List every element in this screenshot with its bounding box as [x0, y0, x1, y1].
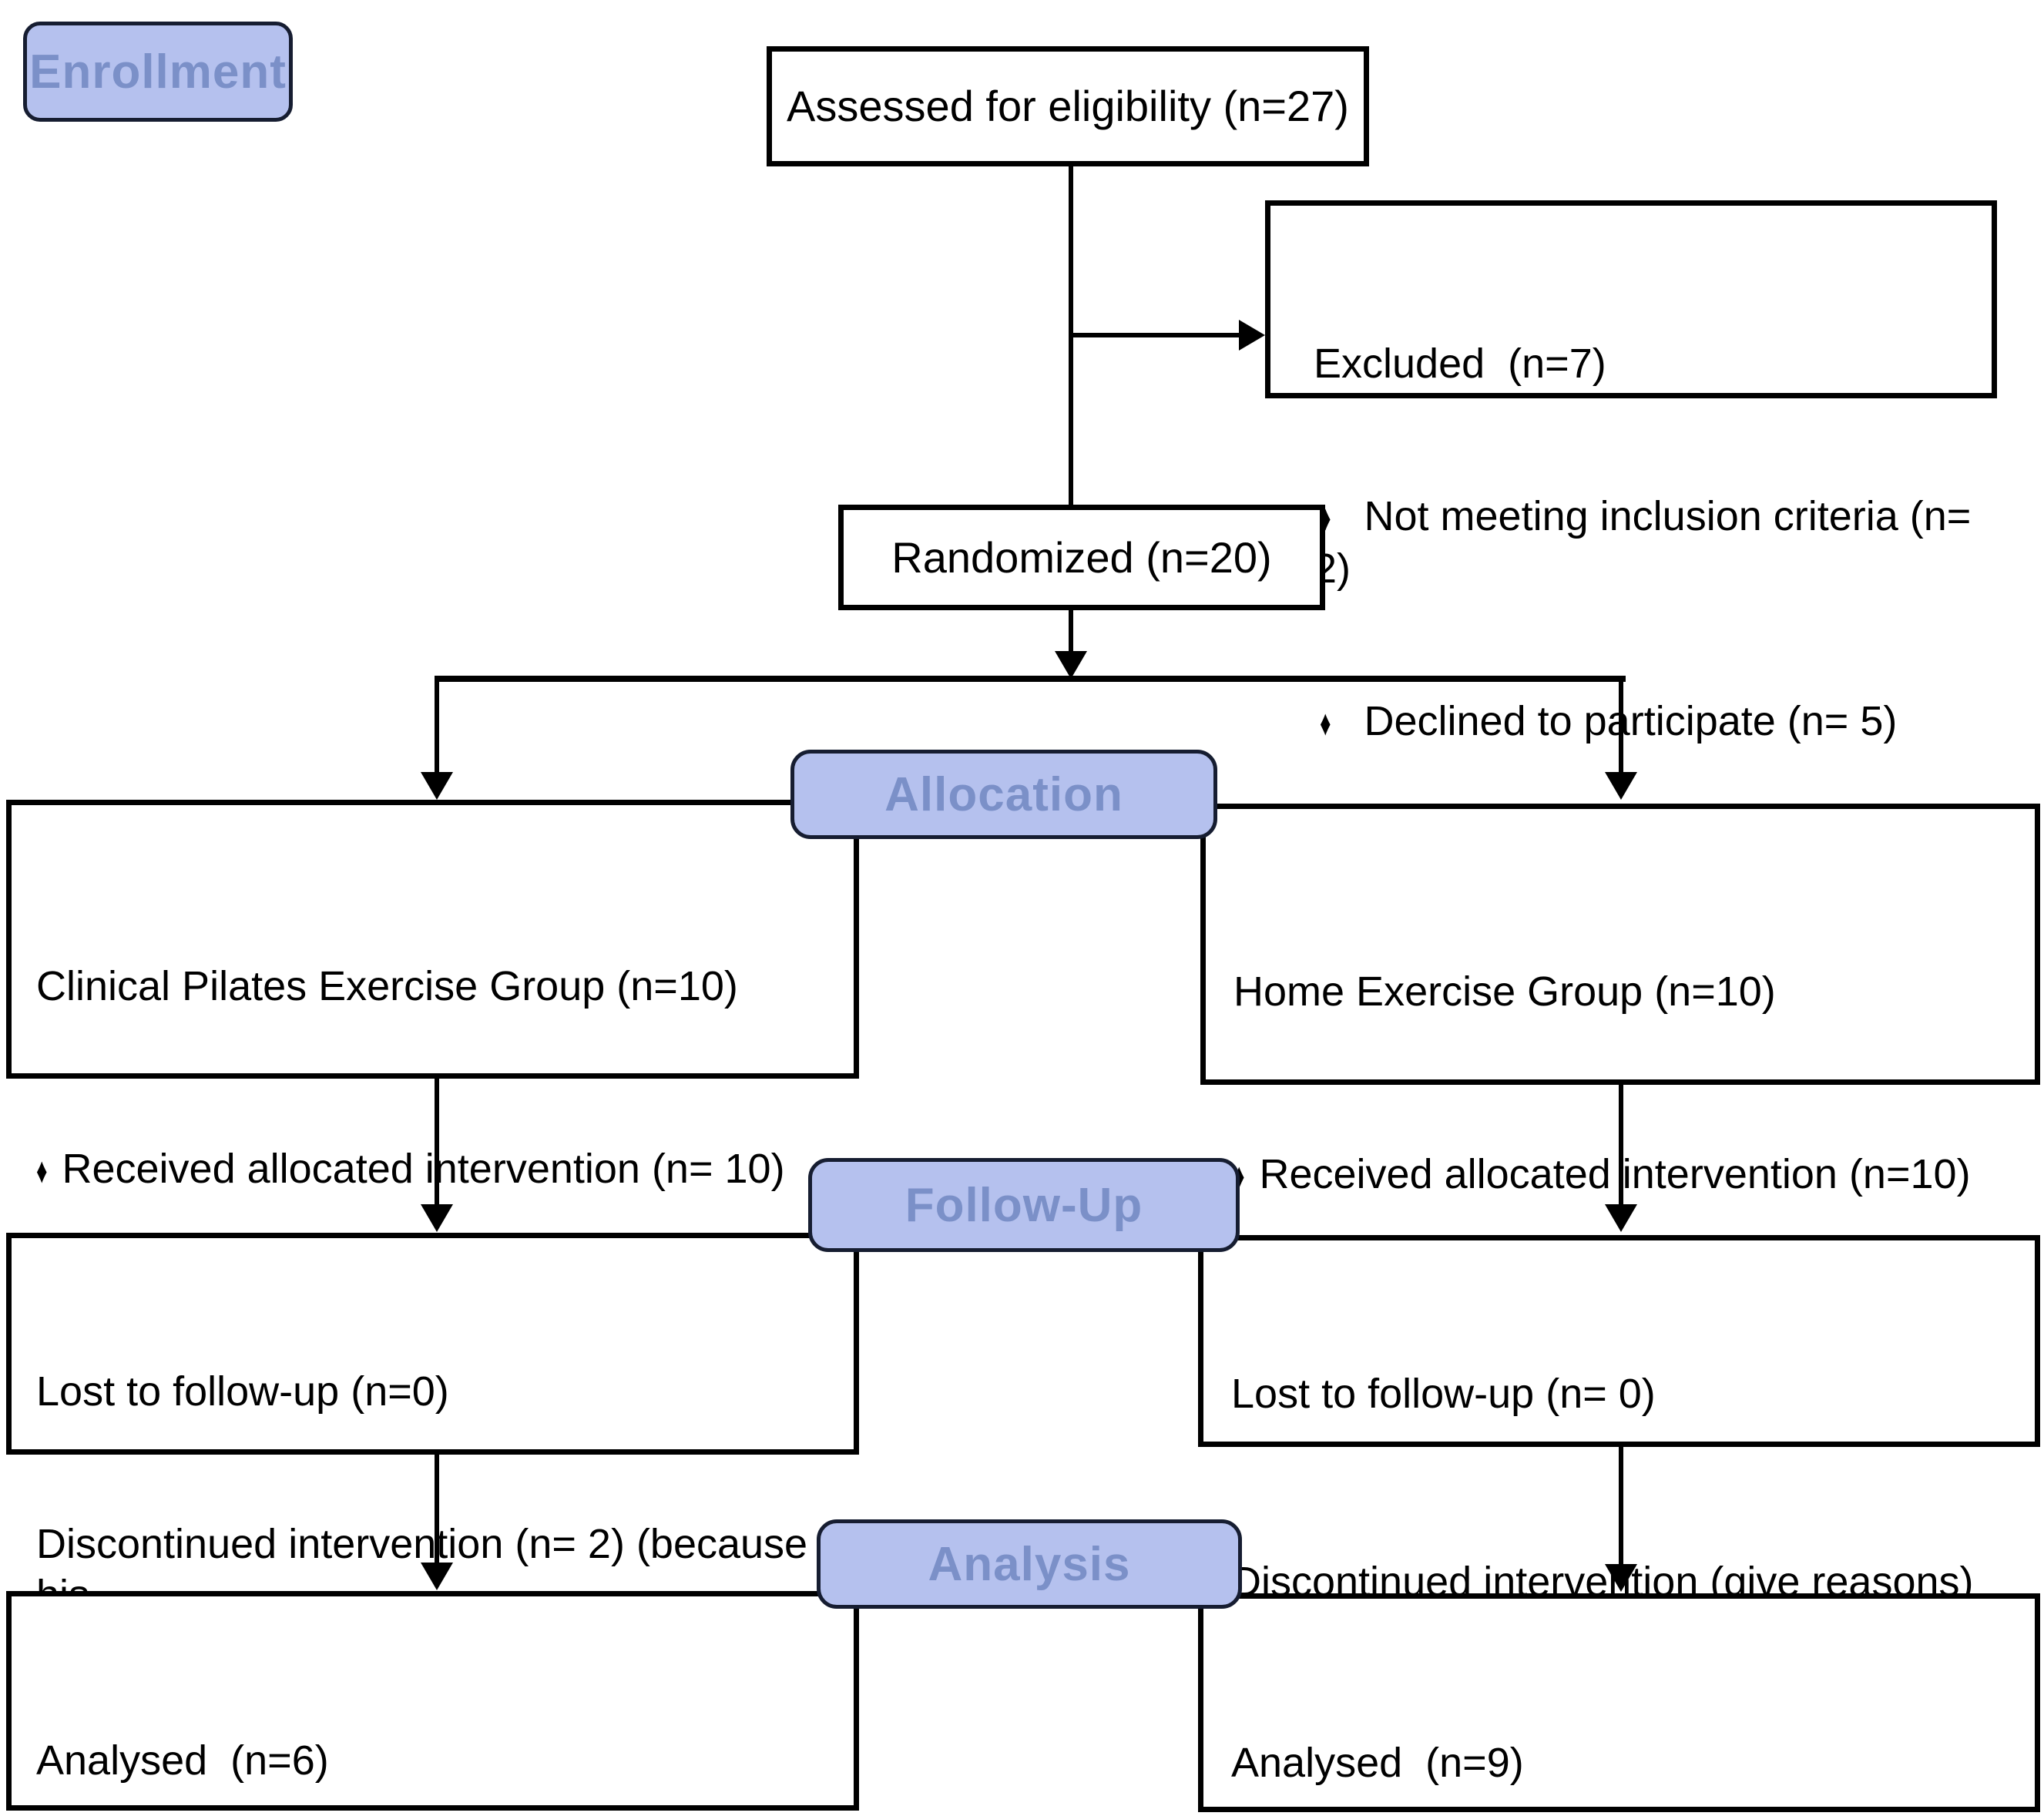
group-left-title: Clinical Pilates Exercise Group (n=10)	[36, 963, 738, 1009]
randomized-box: Randomized (n=20)	[838, 505, 1325, 610]
group-left-bullet-1: ♦Received allocated intervention (n= 10)	[36, 1139, 838, 1201]
diamond-bullet-icon: ♦	[1320, 703, 1331, 743]
arrowhead-right-group-icon	[1605, 772, 1637, 800]
followup-right-box: Lost to follow-up (n= 0) Discontinued in…	[1198, 1235, 2040, 1656]
arrowhead-left-followup-icon	[421, 1204, 453, 1232]
group-right-title: Home Exercise Group (n=10)	[1233, 968, 1776, 1015]
arrowhead-right-followup-icon	[1605, 1204, 1637, 1232]
arrowhead-to-excluded-icon	[1239, 320, 1265, 351]
arrowhead-left-group-icon	[421, 772, 453, 800]
line-to-excluded	[1071, 333, 1244, 337]
excluded-box: Excluded (n=7) ♦Not meeting inclusion cr…	[1265, 200, 1997, 744]
analysis-band-label: Analysis	[928, 1537, 1131, 1591]
line-rightfollowup-to-analysis	[1619, 1447, 1623, 1564]
analysis-band: Analysis	[817, 1519, 1242, 1609]
randomized-text: Randomized (n=20)	[891, 532, 1272, 582]
allocation-band-label: Allocation	[884, 767, 1123, 821]
enrollment-band-label: Enrollment	[29, 45, 287, 99]
branch-right-line	[1619, 676, 1623, 774]
followup-right-line-1: Lost to follow-up (n= 0)	[1231, 1371, 1656, 1417]
group-right-bullet-1: ♦Received allocated intervention (n=10)	[1233, 1144, 2019, 1207]
arrowhead-right-analysis-icon	[1605, 1564, 1637, 1592]
diamond-bullet-icon: ♦	[36, 1150, 48, 1190]
assessed-box: Assessed for eligibility (n=27)	[767, 46, 1369, 166]
analysis-left-title: Analysed (n=6)	[36, 1737, 329, 1784]
branch-horizontal-line	[437, 676, 1626, 682]
followup-band-label: Follow-Up	[905, 1178, 1143, 1232]
followup-left-box: Lost to follow-up (n=0) Discontinued int…	[6, 1233, 859, 1771]
branch-left-line	[435, 676, 439, 774]
excluded-title: Excluded (n=7)	[1314, 341, 1606, 387]
clinical-pilates-group-box: Clinical Pilates Exercise Group (n=10) ♦…	[6, 800, 859, 1438]
analysis-right-box: Analysed (n=9) ♦Excluded from analysis (…	[1198, 1593, 2040, 1812]
assessed-text: Assessed for eligibility (n=27)	[787, 82, 1349, 130]
excluded-bullet-2: ♦Declined to participate (n= 5)	[1314, 696, 1976, 748]
analysis-left-box: Analysed (n=6) ♦Excluded from analysis (…	[6, 1591, 859, 1811]
line-rightgroup-to-followup	[1619, 1085, 1623, 1207]
line-leftfollowup-to-analysis	[435, 1455, 439, 1564]
line-randomized-to-branch	[1069, 609, 1073, 653]
analysis-right-title: Analysed (n=9)	[1231, 1740, 1524, 1786]
home-exercise-group-box: Home Exercise Group (n=10) ♦Received all…	[1200, 804, 2040, 1444]
enrollment-band: Enrollment	[23, 22, 293, 122]
excluded-bullet-1: ♦Not meeting inclusion criteria (n= 2)	[1314, 493, 1983, 592]
arrowhead-randomized-branch-icon	[1055, 651, 1087, 679]
followup-left-line-1: Lost to follow-up (n=0)	[36, 1368, 449, 1415]
followup-band: Follow-Up	[808, 1158, 1240, 1252]
line-leftgroup-to-followup	[435, 1079, 439, 1207]
arrowhead-left-analysis-icon	[421, 1563, 453, 1590]
allocation-band: Allocation	[790, 750, 1217, 839]
